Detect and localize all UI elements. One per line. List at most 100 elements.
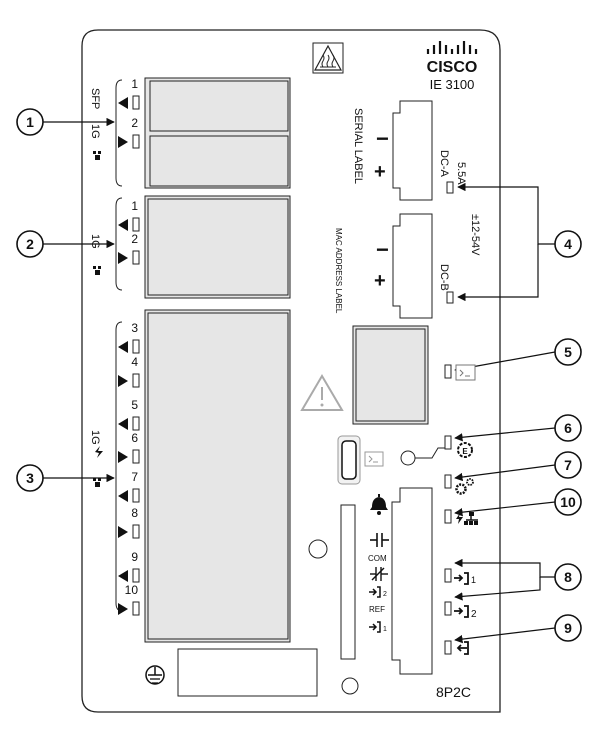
settings-icon bbox=[455, 478, 474, 495]
network-icon bbox=[93, 478, 101, 487]
callout-number: 3 bbox=[26, 470, 34, 486]
dc-b-plus: + bbox=[374, 270, 386, 292]
link-left-triangle-icon bbox=[118, 418, 128, 430]
model-name: IE 3100 bbox=[430, 77, 475, 92]
link-right-triangle-icon bbox=[118, 375, 128, 387]
reset-leader bbox=[415, 447, 445, 459]
alarm-out-icon bbox=[456, 641, 469, 655]
callout-circle bbox=[16, 108, 44, 136]
mini-console-port bbox=[341, 440, 357, 480]
system-icon: E bbox=[457, 442, 473, 458]
alarm-in-1-label: 1 bbox=[471, 575, 476, 585]
port-led bbox=[132, 524, 140, 539]
callout-leaders bbox=[42, 117, 556, 644]
normally-open-contact-icon bbox=[370, 533, 389, 547]
link-left-triangle-icon bbox=[118, 97, 128, 109]
bottom-label-box bbox=[177, 648, 318, 697]
screw-hole-lower bbox=[341, 677, 359, 695]
network-icon bbox=[93, 151, 101, 275]
link-right-triangle-icon bbox=[118, 603, 128, 615]
alarm-input-2-num: 2 bbox=[383, 591, 387, 598]
g1-lower-label: 1G bbox=[89, 430, 101, 445]
alarm-input-2-icon: 2 bbox=[369, 586, 387, 598]
callout-number: 4 bbox=[564, 236, 572, 252]
dc-a-label: DC-A bbox=[438, 150, 450, 178]
poe-network-icon bbox=[456, 512, 478, 525]
callout-circle bbox=[554, 563, 582, 591]
mini-console-icon bbox=[364, 451, 384, 467]
link-right-triangle-icon bbox=[118, 252, 128, 264]
g1-lower-port-inner bbox=[147, 312, 289, 640]
g1-upper-port-inner bbox=[147, 198, 289, 296]
callout-number: 7 bbox=[564, 457, 572, 473]
screw-hole-upper bbox=[308, 539, 328, 559]
alarm-input-1-num: 1 bbox=[383, 626, 387, 633]
port-number: 5 bbox=[131, 398, 138, 412]
dc-a-plus: + bbox=[374, 161, 386, 183]
callout-circle bbox=[554, 614, 582, 642]
callout-circle bbox=[554, 338, 582, 366]
port-number: 2 bbox=[131, 116, 138, 130]
callout-number: 10 bbox=[560, 494, 576, 510]
alarm-in-2-icon: 2 bbox=[454, 605, 477, 620]
port-number: 9 bbox=[131, 550, 138, 564]
port-led bbox=[132, 601, 140, 616]
link-right-triangle-icon bbox=[118, 136, 128, 148]
callout-circle bbox=[554, 451, 582, 479]
link-right-triangle-icon bbox=[118, 526, 128, 538]
port-number: 3 bbox=[131, 321, 138, 335]
callout-number: 1 bbox=[26, 114, 34, 130]
callout-circle bbox=[554, 230, 582, 258]
port-number: 2 bbox=[131, 232, 138, 246]
dc-b-connector bbox=[392, 213, 433, 319]
port-led bbox=[132, 416, 140, 431]
sfp-label: SFP bbox=[89, 88, 101, 109]
port-led bbox=[132, 95, 140, 110]
callout-number: 9 bbox=[564, 620, 572, 636]
port-number: 6 bbox=[131, 431, 138, 445]
port-number: 8 bbox=[131, 506, 138, 520]
port-led bbox=[132, 373, 140, 388]
dc-a-minus: − bbox=[376, 126, 389, 151]
alarm-input-1-icon: 1 bbox=[369, 621, 387, 633]
port-number: 10 bbox=[125, 583, 139, 597]
port-led bbox=[132, 134, 140, 149]
com-label: COM bbox=[368, 554, 387, 563]
ref-label: REF bbox=[369, 605, 385, 614]
alarm-in-1-icon: 1 bbox=[454, 572, 476, 585]
sd-card-slot bbox=[340, 504, 356, 660]
console-icon bbox=[455, 364, 476, 381]
callout-number: 5 bbox=[564, 344, 572, 360]
port-number: 4 bbox=[131, 355, 138, 369]
alarm-in-2-label: 2 bbox=[471, 609, 477, 620]
link-left-triangle-icon bbox=[118, 341, 128, 353]
reset-button bbox=[400, 450, 416, 466]
callout-circle bbox=[554, 414, 582, 442]
port-led bbox=[132, 250, 140, 265]
port-led bbox=[132, 488, 140, 503]
heat-warning-icon bbox=[312, 42, 344, 74]
callout-number: 6 bbox=[564, 420, 572, 436]
dc-a-connector bbox=[392, 100, 433, 201]
link-left-triangle-icon bbox=[118, 570, 128, 582]
normally-closed-contact-icon bbox=[370, 567, 388, 581]
dc-b-minus: − bbox=[376, 237, 389, 262]
callout-circles: 1 2 3 4 5 6 7 8 9 10 bbox=[16, 108, 582, 642]
warning-triangle-icon bbox=[300, 374, 344, 411]
status-leds bbox=[444, 181, 454, 655]
brand-name: CISCO bbox=[427, 59, 478, 76]
port-led bbox=[132, 568, 140, 583]
mac-address-label: MAC ADDRESS LABEL bbox=[334, 228, 343, 314]
sfp-bracket bbox=[115, 79, 123, 187]
callout-circle bbox=[16, 464, 44, 492]
callout-number: 8 bbox=[564, 569, 572, 585]
link-left-triangle-icon bbox=[118, 219, 128, 231]
sfp-sub-label: 1G bbox=[89, 124, 101, 139]
ground-icon bbox=[145, 665, 165, 685]
link-left-triangle-icon bbox=[118, 490, 128, 502]
callout-circle bbox=[554, 488, 582, 516]
serial-label: SERIAL LABEL bbox=[352, 108, 364, 184]
voltage-rating: ±12-54V bbox=[469, 214, 481, 256]
